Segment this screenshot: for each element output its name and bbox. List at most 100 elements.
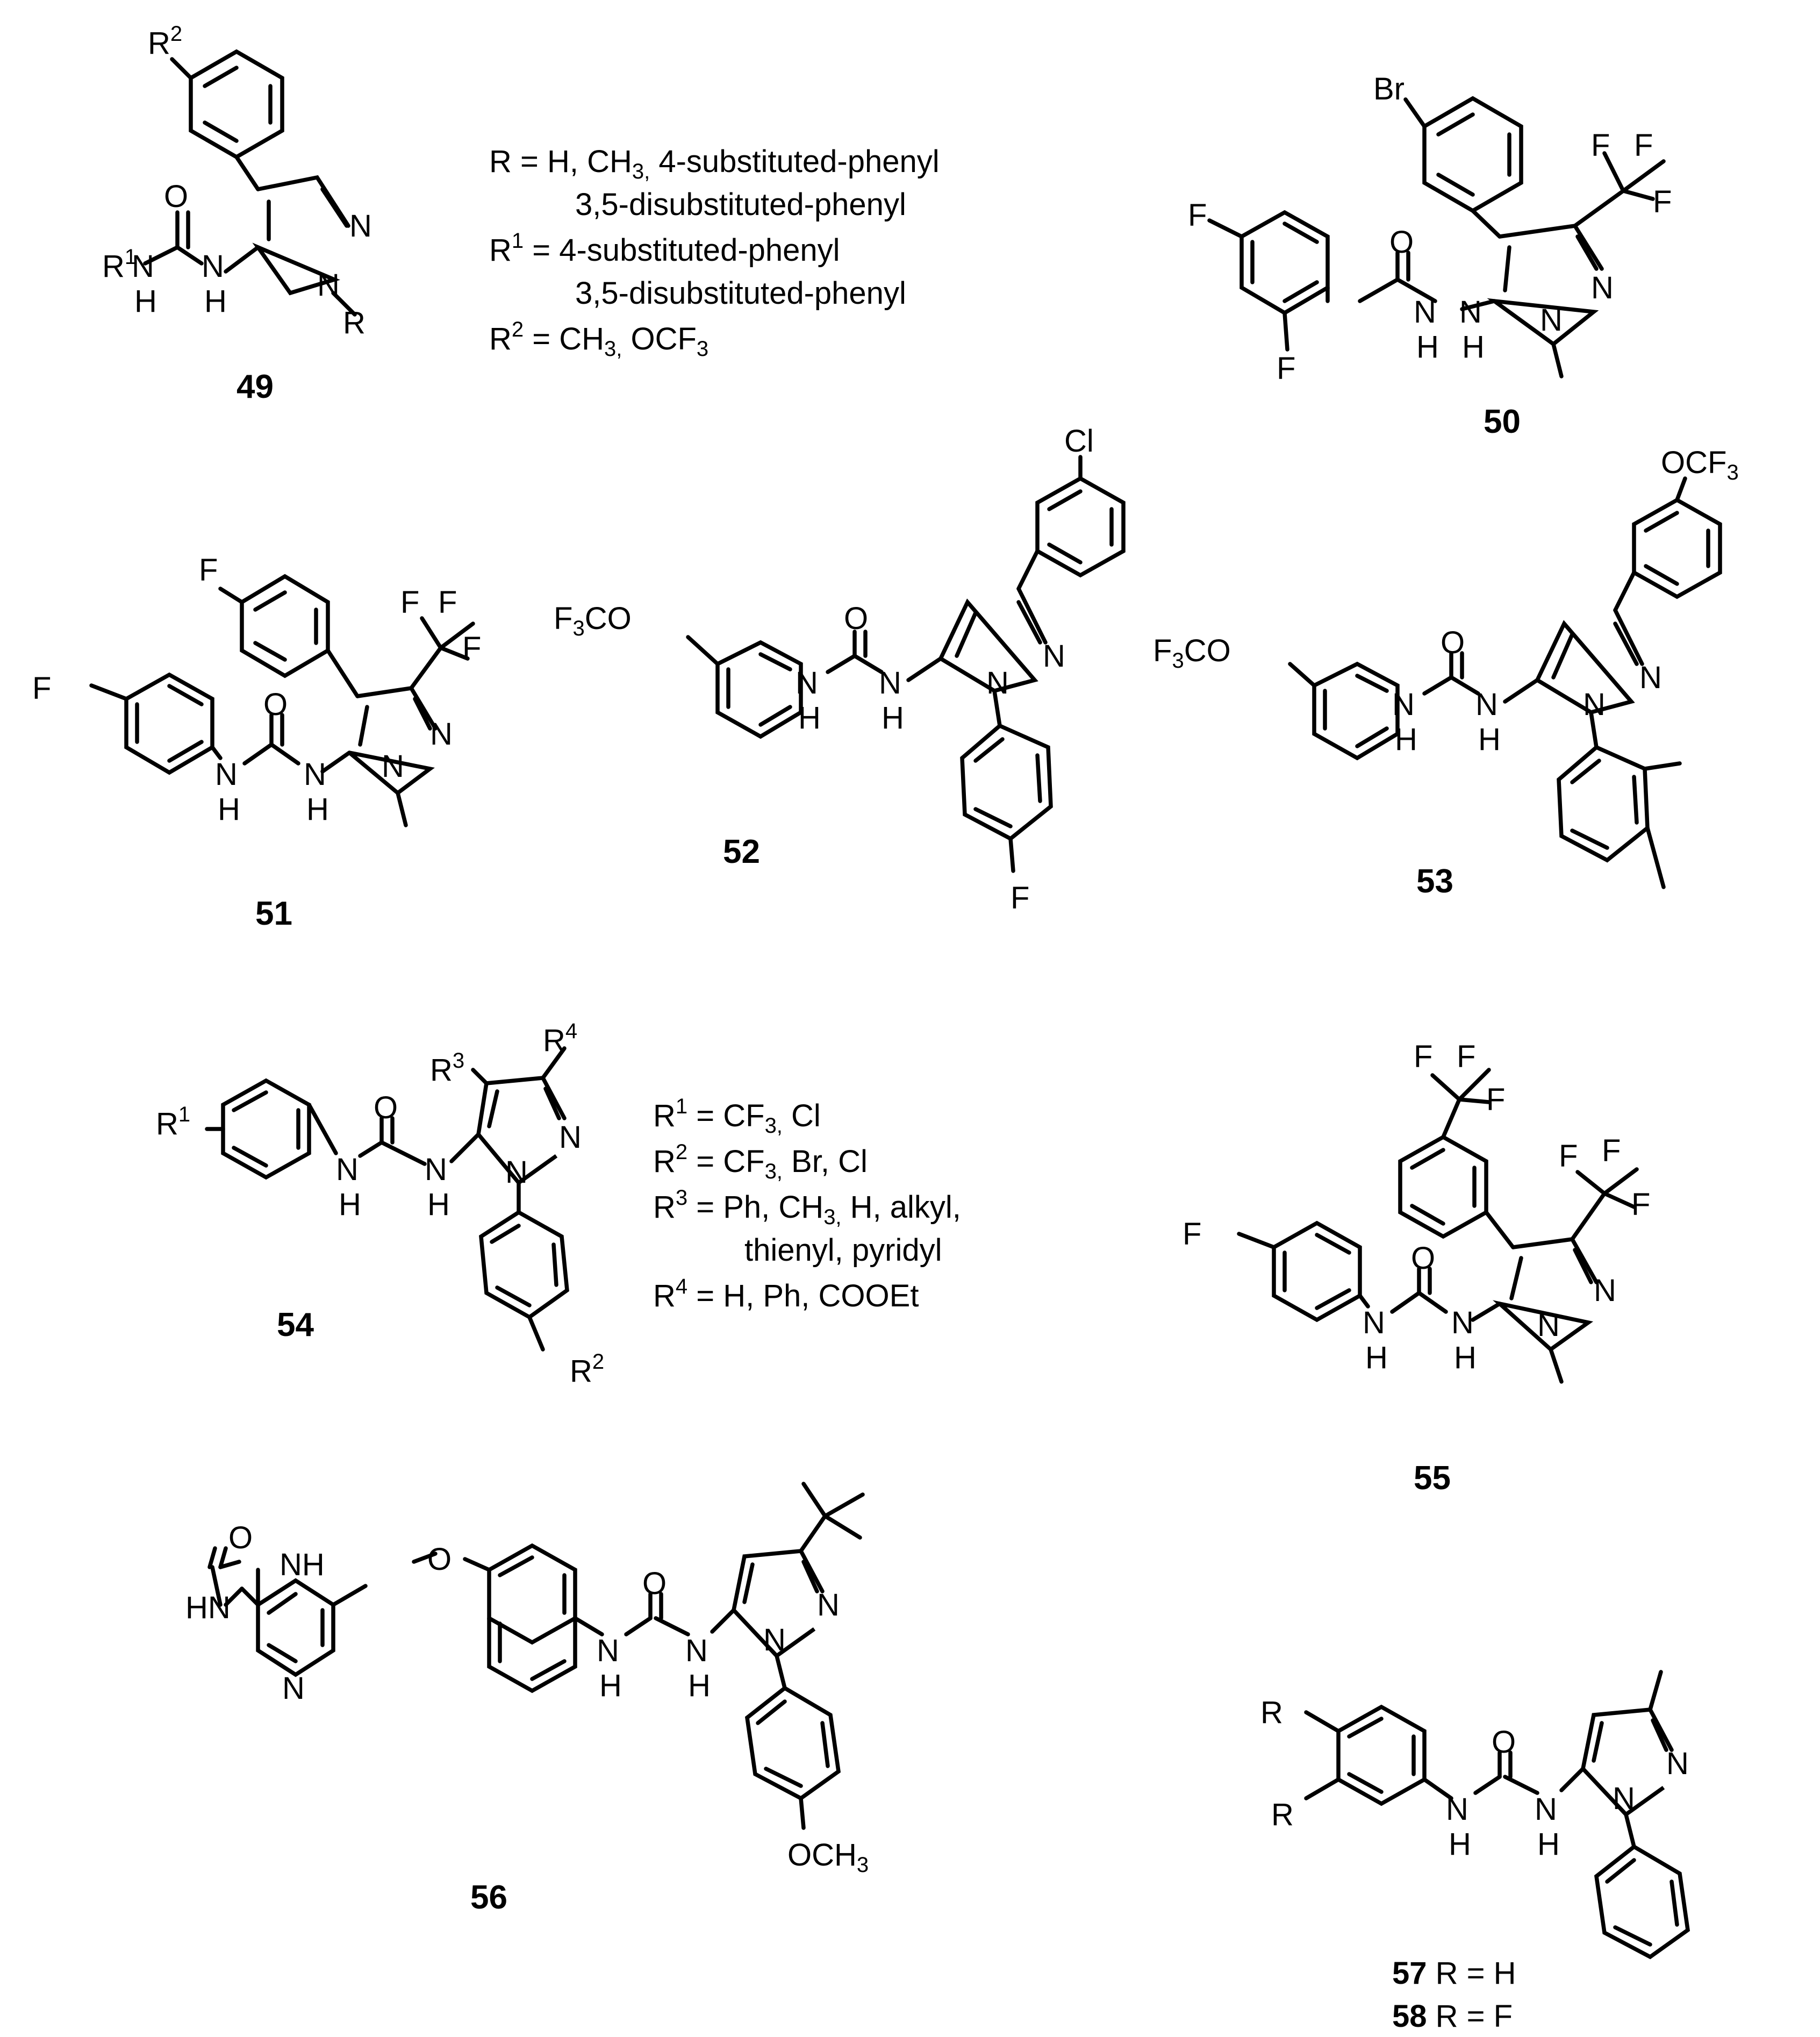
r1-label: R1 [102, 245, 137, 284]
n-label: N [349, 209, 372, 244]
f-label: F [1277, 351, 1295, 386]
nh-label: N [336, 1152, 359, 1187]
nh-label: NH [280, 1547, 325, 1582]
n-label: N [1583, 687, 1606, 722]
f-label: F [1591, 128, 1610, 163]
carbonyl-o-label: O [1389, 225, 1414, 260]
carbonyl-o-label: O [1411, 1241, 1435, 1276]
compound-58-caption: 58 R = F [1392, 1999, 1513, 2034]
h-label: H [218, 792, 240, 827]
n-label: N [1537, 1308, 1560, 1343]
compound-54: R1 R3 R4 O N H N H N N R2 54 R1 = CF3, C… [156, 1019, 961, 1389]
nh-label: N [1446, 1792, 1468, 1827]
h-label: H [688, 1668, 711, 1703]
note-line: R1 = CF3, Cl [653, 1095, 821, 1138]
n-label: N [382, 749, 404, 784]
compound-55: F F F F F F F O N H N H N N 55 [1183, 1039, 1650, 1497]
carbonyl-o-label: O [642, 1566, 667, 1601]
nh-label: N [132, 249, 154, 284]
pyridine-n-label: N [282, 1671, 305, 1706]
h-label: H [882, 701, 904, 735]
f-label: F [199, 553, 218, 588]
nh-label: N [879, 666, 901, 701]
carbonyl-o-label: O [1441, 625, 1465, 660]
h-label: H [134, 284, 157, 319]
f-label: F [1559, 1139, 1578, 1174]
compound-51: F F F F F O N H N H N N 51 [32, 553, 481, 932]
n-label: N [1591, 270, 1614, 305]
f-label: F [1414, 1039, 1432, 1074]
h-label: H [1365, 1340, 1388, 1375]
carbonyl-o-label: O [164, 179, 188, 214]
note-line: R3 = Ph, CH3, H, alkyl, [653, 1186, 961, 1229]
h-label: H [1462, 330, 1485, 364]
f3co-label: F3CO [1153, 633, 1231, 673]
h-label: H [204, 284, 227, 319]
nh-label: N [1392, 687, 1415, 722]
compound-number: 54 [277, 1306, 314, 1343]
nh-label: N [1459, 295, 1482, 330]
cl-label: Cl [1064, 424, 1094, 459]
n-label: N [1594, 1273, 1616, 1308]
carbonyl-o-label: O [228, 1520, 253, 1555]
note-line: thienyl, pyridyl [744, 1233, 942, 1268]
n-label: N [505, 1155, 528, 1190]
compound-49: R2 O N R1 N H N H N R 49 R = H, CH3, 4-s… [102, 22, 940, 405]
nh-label: N [1535, 1792, 1557, 1827]
nh-label: N [202, 249, 224, 284]
n-label: N [430, 717, 453, 752]
h-label: H [306, 792, 329, 827]
hn-label: HN [185, 1590, 231, 1625]
note-line: R2 = CH3, OCF3 [489, 318, 708, 361]
f-label: F [1602, 1133, 1621, 1168]
n-label: N [986, 666, 1009, 701]
h-label: H [339, 1187, 361, 1222]
r4-label: R4 [543, 1019, 577, 1058]
f-label: F [1631, 1187, 1650, 1222]
carbonyl-o-label: O [374, 1090, 398, 1125]
carbonyl-o-label: O [1492, 1725, 1516, 1760]
h-label: H [1478, 722, 1501, 757]
nh-label: N [425, 1152, 447, 1187]
note-line: R2 = CF3, Br, Cl [653, 1140, 868, 1183]
n-label: N [1666, 1746, 1689, 1781]
compound-number: 51 [255, 895, 292, 932]
r-label: R [1271, 1797, 1294, 1832]
ether-o-label: O [427, 1542, 452, 1577]
nh-label: N [685, 1633, 708, 1668]
n-label: N [1043, 639, 1065, 674]
r-label: R [1260, 1695, 1283, 1730]
compound-56: O NH HN N O O N H N H N N OCH3 56 [185, 1482, 869, 1916]
compound-number: 53 [1416, 863, 1453, 900]
nh-label: N [1475, 687, 1498, 722]
h-label: H [599, 1668, 622, 1703]
h-label: H [1395, 722, 1417, 757]
compound-number: 56 [470, 1879, 507, 1916]
f-label: F [1011, 881, 1029, 916]
substituent-notes: R = H, CH3, 4-substituted-phenyl 3,5-dis… [489, 144, 940, 361]
compound-50: Br F F F F F O N H N H N N 50 [1188, 72, 1672, 440]
h-label: H [1416, 330, 1439, 364]
f-label: F [1183, 1217, 1201, 1252]
carbonyl-o-label: O [263, 687, 288, 722]
n-label: N [1613, 1781, 1635, 1816]
substituent-notes: R1 = CF3, Cl R2 = CF3, Br, Cl R3 = Ph, C… [653, 1095, 961, 1313]
f-label: F [1634, 128, 1653, 163]
f3co-label: F3CO [554, 601, 632, 640]
note-line: 3,5-disubstituted-phenyl [575, 187, 906, 222]
f-label: F [1188, 198, 1207, 233]
n-label: N [559, 1120, 582, 1155]
nh-label: N [1414, 295, 1436, 330]
n-label: N [763, 1623, 786, 1657]
compound-number: 49 [237, 368, 274, 405]
f-label: F [1486, 1082, 1505, 1117]
compound-57-58: R R O N H N H N N 57 R = H 58 R = F [1260, 1670, 1690, 2034]
note-line: R = H, CH3, 4-substituted-phenyl [489, 144, 940, 183]
f-label: F [400, 585, 419, 620]
nh-label: N [796, 666, 818, 701]
compound-57-caption: 57 R = H [1392, 1956, 1516, 1991]
h-label: H [1449, 1827, 1471, 1862]
n-label: N [1639, 660, 1662, 695]
f-label: F [1653, 184, 1672, 219]
